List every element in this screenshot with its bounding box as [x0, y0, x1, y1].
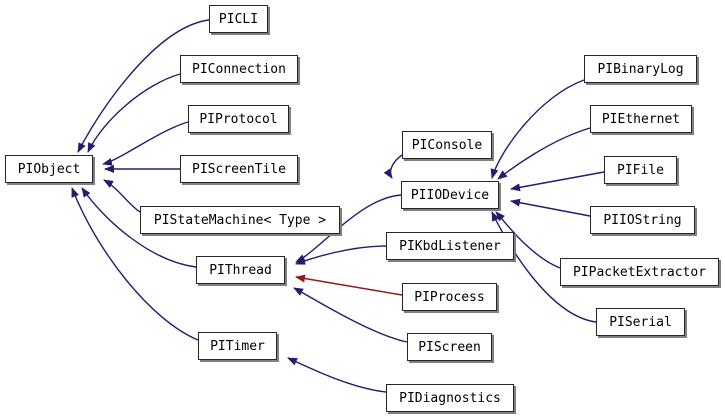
- node-label: PIProtocol: [199, 111, 278, 127]
- node-label: PIConnection: [192, 61, 286, 77]
- node-label: PIIODevice: [410, 187, 490, 203]
- edge-piserial-piiodevice: [491, 211, 597, 323]
- node-pidiagnostics[interactable]: PIDiagnostics: [386, 384, 514, 412]
- node-label: PISerial: [609, 314, 672, 330]
- node-label: PIConsole: [411, 137, 483, 153]
- node-label: PIProcess: [414, 289, 485, 305]
- edge-picli-piobject: [77, 19, 210, 153]
- node-piprotocol[interactable]: PIProtocol: [188, 105, 289, 133]
- node-label: PIStateMachine< Type >: [153, 212, 327, 228]
- node-piscreentile[interactable]: PIScreenTile: [180, 155, 298, 183]
- node-label: PIThread: [209, 262, 272, 278]
- node-piprocess[interactable]: PIProcess: [402, 283, 497, 311]
- edge-piconnection-piobject: [87, 73, 181, 153]
- edge-pidiagnostics-pitimer: [287, 357, 387, 393]
- node-label: PIIOString: [603, 212, 682, 228]
- node-piconnection[interactable]: PIConnection: [180, 55, 298, 83]
- edge-piconsole-piiodevice: [383, 154, 403, 179]
- edges-to-pitimer: [287, 357, 387, 393]
- node-picli[interactable]: PICLI: [209, 5, 268, 33]
- node-piiodevice[interactable]: PIIODevice: [401, 181, 499, 209]
- node-pibinarylog[interactable]: PIBinaryLog: [584, 55, 697, 83]
- edge-piprotocol-piobject: [102, 121, 189, 166]
- node-piethernet[interactable]: PIEthernet: [590, 105, 692, 133]
- node-pithread[interactable]: PIThread: [196, 256, 285, 284]
- edge-piethernet-piiodevice: [497, 127, 591, 180]
- node-label: PIObject: [17, 161, 81, 177]
- node-label: PITimer: [210, 338, 265, 354]
- node-pistatemachine[interactable]: PIStateMachine< Type >: [140, 206, 340, 234]
- node-label: PIScreenTile: [192, 161, 286, 177]
- edge-pikbdlistener-pithread: [295, 245, 387, 265]
- edges-to-piiodevice: [383, 79, 605, 323]
- node-piserial[interactable]: PISerial: [596, 308, 685, 336]
- node-piobject[interactable]: PIObject: [5, 155, 93, 183]
- edge-piscreen-pithread: [293, 287, 408, 343]
- node-piconsole[interactable]: PIConsole: [402, 131, 492, 159]
- edge-pistatemachine-piobject: [103, 179, 141, 213]
- edge-piiostring-piiodevice: [510, 198, 591, 217]
- node-label: PIScreen: [418, 339, 481, 355]
- node-label: PIKbdListener: [399, 238, 501, 254]
- node-pikbdlistener[interactable]: PIKbdListener: [386, 232, 514, 260]
- node-label: PIFile: [617, 162, 664, 178]
- node-pipacketextractor[interactable]: PIPacketExtractor: [560, 258, 719, 286]
- edges-to-pithread: [293, 194, 408, 343]
- node-pitimer[interactable]: PITimer: [198, 332, 277, 360]
- edge-piiodevice-pithread: [295, 194, 402, 263]
- edges-to-piobject: [71, 19, 210, 341]
- edge-pifile-piiodevice: [510, 171, 605, 192]
- node-label: PIPacketExtractor: [572, 264, 707, 280]
- node-label: PIEthernet: [601, 111, 681, 127]
- node-label: PIDiagnostics: [399, 390, 501, 406]
- node-pifile[interactable]: PIFile: [604, 156, 677, 184]
- node-piscreen[interactable]: PIScreen: [407, 333, 492, 361]
- node-label: PIBinaryLog: [597, 61, 684, 77]
- edge-pithread-piobject: [81, 187, 197, 268]
- edge-pibinarylog-piiodevice: [490, 79, 585, 179]
- node-piiostring[interactable]: PIIOString: [590, 206, 695, 234]
- node-label: PICLI: [218, 11, 259, 27]
- edge-pitimer-piobject: [71, 187, 199, 341]
- edge-piprocess-pithread: [295, 274, 403, 296]
